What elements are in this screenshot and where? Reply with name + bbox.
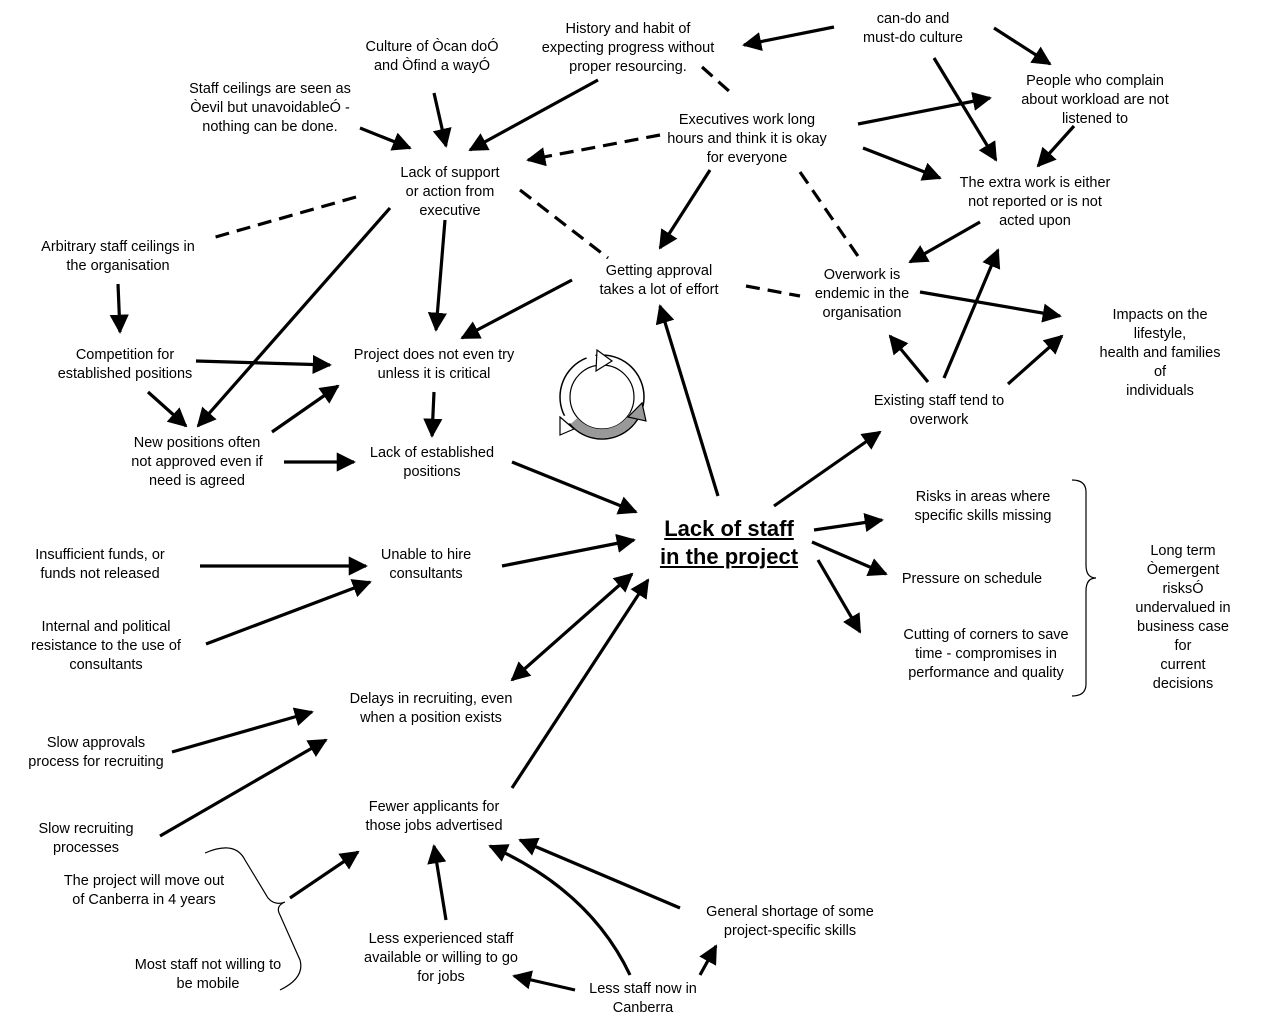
edge-can-do-to-people-complain xyxy=(993,26,1052,66)
edge-new-positions-to-project-not-try xyxy=(271,384,340,434)
node-general-shortage: General shortage of some project-specifi… xyxy=(706,904,874,939)
node-new-positions: New positions often not approved even if… xyxy=(131,435,263,489)
node-staff-ceilings-evil: Staff ceilings are seen as Òevil but una… xyxy=(189,81,351,135)
node-unable-hire: Unable to hire consultants xyxy=(380,547,472,582)
edge-existing-overwork-to-extra-work xyxy=(942,248,1001,379)
edge-lack-support-to-arbitrary xyxy=(211,195,357,240)
node-executives: Executives work long hours and think it … xyxy=(667,112,827,166)
node-move-canberra: The project will move out of Canberra in… xyxy=(63,873,225,908)
edge-arbitrary-to-competition xyxy=(109,283,129,334)
edge-culture-find-to-lack-support xyxy=(432,92,452,148)
edge-overwork-endemic-to-impacts xyxy=(919,290,1062,323)
edge-staff-ceil-evil-to-lack-support xyxy=(359,126,412,151)
edge-executives-to-people-complain xyxy=(857,91,992,126)
edge-existing-overwork-to-overwork-endemic xyxy=(888,334,930,384)
node-impacts: Impacts on the lifestyle, health and fam… xyxy=(1099,307,1221,399)
node-cutting-corners: Cutting of corners to save time - compro… xyxy=(903,627,1069,681)
node-lack-established: Lack of established positions xyxy=(369,445,495,480)
edge-less-staff-canberra-to-fewer-applicants xyxy=(488,844,632,976)
edge-people-complain-to-extra-work xyxy=(1036,124,1076,168)
node-less-experienced: Less experienced staff available or will… xyxy=(364,931,518,985)
node-competition: Competition for established positions xyxy=(57,347,193,382)
edge-lack-support-to-getting-approval xyxy=(519,188,609,260)
node-fewer-applicants: Fewer applicants for those jobs advertis… xyxy=(365,799,503,834)
node-risks-areas: Risks in areas where specific skills mis… xyxy=(914,489,1052,524)
node-less-staff-canberra: Less staff now in Canberra xyxy=(589,981,697,1016)
node-arbitrary-ceilings: Arbitrary staff ceilings in the organisa… xyxy=(41,239,195,274)
edge-central-to-pressure xyxy=(811,540,888,576)
edge-general-shortage-to-fewer-applicants xyxy=(518,837,681,910)
node-lack-support: Lack of support or action from executive xyxy=(400,165,500,219)
node-insufficient-funds: Insufficient funds, or funds not release… xyxy=(35,547,165,582)
edge-less-staff-canberra-to-less-experienced xyxy=(512,970,576,992)
node-project-not-try: Project does not even try unless it is c… xyxy=(353,347,515,382)
node-overwork-endemic: Overwork is endemic in the organisation xyxy=(814,267,910,321)
edge-slow-recruiting-to-delays xyxy=(159,738,328,838)
node-lack-of-staff-central: Lack of staff in the project xyxy=(659,516,799,569)
edge-central-to-risks-areas xyxy=(813,513,884,533)
edge-central-to-getting-approval xyxy=(655,304,720,497)
node-internal-political: Internal and political resistance to the… xyxy=(31,619,181,673)
edge-lack-established-to-central xyxy=(511,460,638,515)
node-existing-overwork: Existing staff tend to overwork xyxy=(873,393,1005,428)
edge-can-do-to-extra-work xyxy=(932,57,998,162)
edge-fewer-applicants-to-central xyxy=(510,578,650,789)
edge-executives-to-lack-support xyxy=(526,133,661,167)
edge-lack-support-to-project-not-try xyxy=(427,219,447,332)
edge-executives-to-getting-approval xyxy=(658,169,712,250)
brace-right xyxy=(1071,479,1097,697)
edge-executives-to-overwork-endemic xyxy=(798,171,864,263)
edge-executives-to-extra-work xyxy=(862,146,942,181)
node-slow-recruiting: Slow recruiting processes xyxy=(38,821,134,856)
edge-extra-work-to-overwork-endemic xyxy=(908,220,981,264)
node-pressure-schedule: Pressure on schedule xyxy=(901,571,1043,587)
edge-getting-approval-to-project-not-try xyxy=(460,278,573,340)
edge-delays-to-central xyxy=(510,572,634,682)
edge-getting-approval-to-overwork-endemic xyxy=(745,284,801,298)
edge-slow-approvals-to-delays xyxy=(171,707,314,754)
edge-history-to-executives xyxy=(700,65,732,94)
node-history: History and habit of expecting progress … xyxy=(541,21,715,75)
edge-less-experienced-to-fewer-applicants xyxy=(427,844,448,921)
node-getting-approval: Getting approval takes a lot of effort xyxy=(599,263,719,298)
edge-competition-to-new-positions xyxy=(146,390,188,428)
edge-internal-political-to-unable-hire xyxy=(205,579,372,646)
edge-can-do-to-history xyxy=(742,25,835,52)
node-can-do: can-do and must-do culture xyxy=(863,11,963,46)
edge-history-to-lack-support xyxy=(468,78,599,152)
edge-less-staff-canberra-to-general-shortage xyxy=(698,944,718,976)
edge-move-canberra-to-fewer-applicants xyxy=(289,850,360,900)
cycle-icon xyxy=(523,341,647,440)
edge-central-to-existing-overwork xyxy=(773,430,882,508)
node-most-staff-mobile: Most staff not willing to be mobile xyxy=(134,957,282,992)
node-people-complain: People who complain about workload are n… xyxy=(1021,73,1169,127)
edge-project-not-try-to-lack-established xyxy=(423,391,443,438)
edge-existing-overwork-to-impacts xyxy=(1006,334,1064,386)
node-delays-recruiting: Delays in recruiting, even when a positi… xyxy=(349,691,513,726)
node-slow-approvals: Slow approvals process for recruiting xyxy=(28,735,164,770)
edge-lack-support-to-new-positions xyxy=(196,206,392,428)
brace-left xyxy=(204,847,302,991)
edge-central-to-cutting-corners xyxy=(816,559,862,634)
edge-unable-hire-to-central xyxy=(501,533,636,568)
edge-competition-to-project-not-try xyxy=(195,354,332,375)
node-long-term-risks: Long term Òemergent risksÓ undervalued i… xyxy=(1135,543,1231,692)
node-culture-find: Culture of Òcan doÓ and Òfind a wayÓ xyxy=(365,39,499,74)
node-extra-work: The extra work is either not reported or… xyxy=(959,175,1111,229)
